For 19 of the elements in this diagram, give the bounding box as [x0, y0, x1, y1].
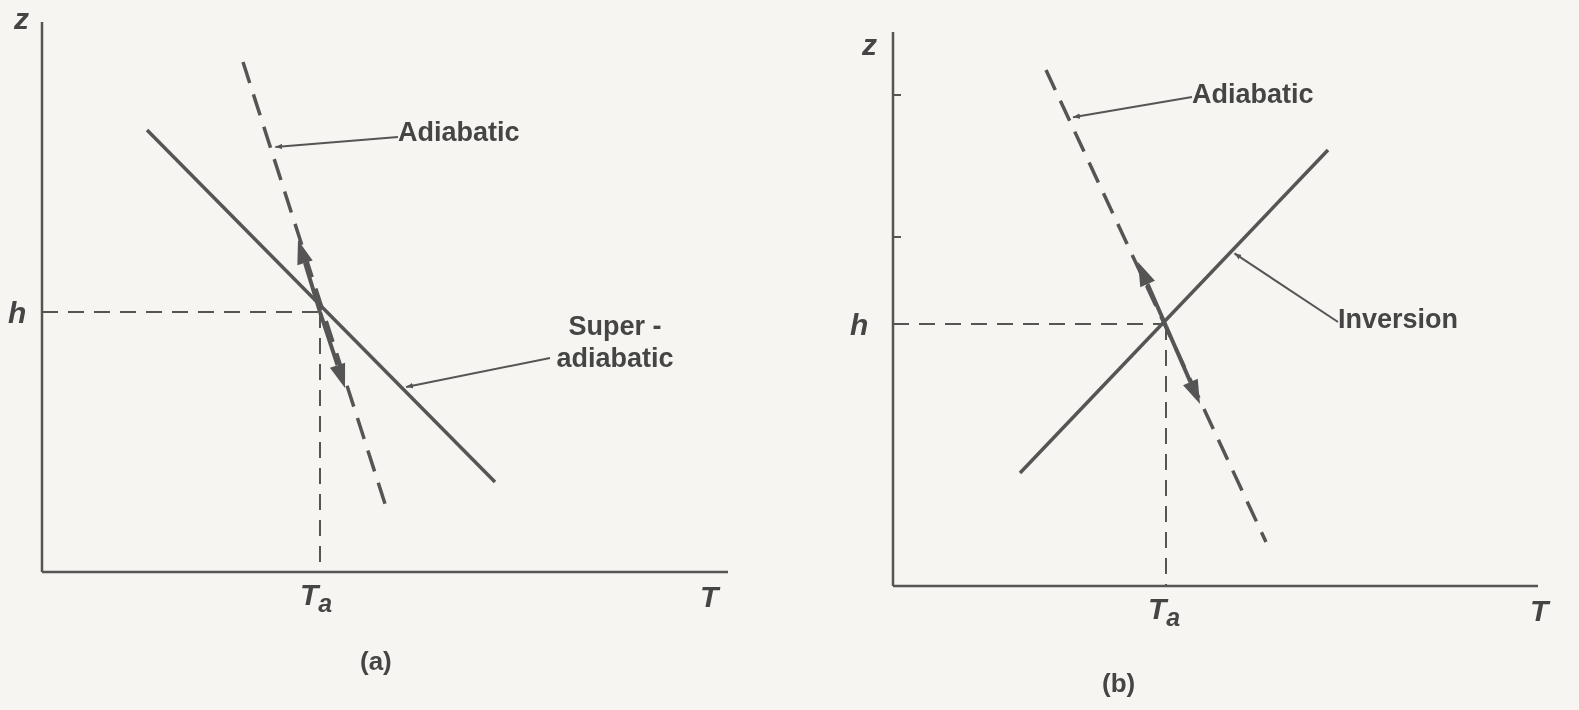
line-label: Adiabatic [1192, 78, 1372, 110]
leader-line [274, 136, 399, 150]
line-label: Adiabatic [398, 116, 578, 148]
axis-label: T [1530, 596, 1549, 626]
leader-line [405, 357, 551, 389]
axis-label: z [862, 30, 877, 60]
axis-label: T$_{a}$ [1148, 594, 1181, 630]
axis-label: T [700, 582, 719, 612]
axis-label: h [8, 298, 27, 328]
inversion-line [1018, 148, 1330, 475]
axis-label: h [850, 310, 869, 340]
axis-label: T$_{a}$ [300, 580, 333, 616]
line-label: Super - adiabatic [550, 310, 680, 374]
axis-label: z [14, 4, 29, 34]
line-label: Inversion [1338, 303, 1518, 335]
leader-line [1072, 96, 1193, 119]
panel-label: (b) [1102, 670, 1136, 696]
panel-label: (a) [360, 648, 392, 674]
leader-line [1233, 252, 1339, 323]
